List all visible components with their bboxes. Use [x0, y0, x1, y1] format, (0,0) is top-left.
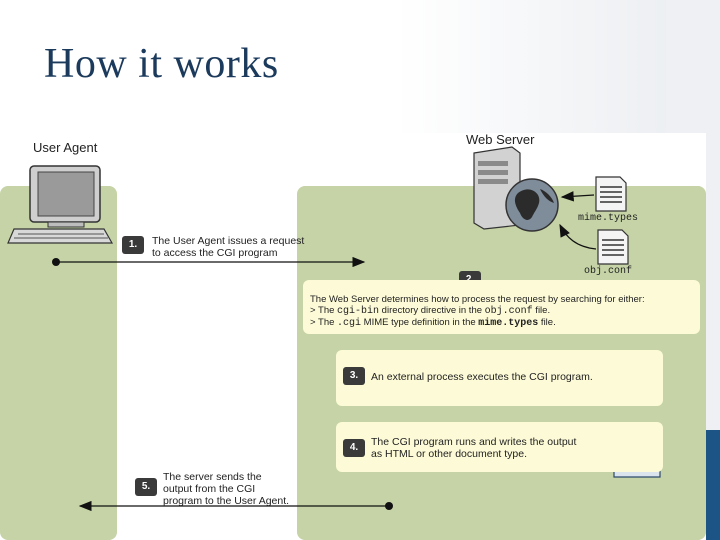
obj-conf-label: obj.conf	[584, 266, 633, 277]
slide-title: How it works	[44, 41, 279, 87]
step-4-panel	[336, 422, 663, 472]
step-1-line-1: The User Agent issues a request	[152, 235, 305, 247]
step-2-bullet-1: > The cgi-bin directory directive in the…	[310, 305, 702, 317]
step-1-text: The User Agent issues a request to acces…	[152, 235, 304, 259]
step-2-heading: The Web Server determines how to process…	[310, 294, 645, 305]
step-2-bullet-1-b: directory directive in the	[379, 305, 485, 316]
step-2-bullet-2-c: file.	[538, 317, 556, 328]
step-2-bullet-1-c: file.	[532, 305, 551, 316]
step-5-badge: 5.	[135, 478, 157, 496]
user-agent-label: User Agent	[33, 140, 98, 155]
computer-icon	[7, 165, 114, 244]
cgi-bin-code: cgi-bin	[337, 306, 380, 317]
step-1-line-2: to access the CGI program	[152, 247, 278, 259]
mime-types-code: mime.types	[478, 318, 539, 329]
mime-types-label: mime.types	[578, 213, 639, 224]
step-2-bullet-2: > The .cgi MIME type definition in the m…	[310, 317, 702, 329]
step-3-panel	[336, 350, 663, 406]
step-5-line-3: program to the User Agent.	[163, 495, 290, 507]
step-3-text: An external process executes the CGI pro…	[371, 371, 593, 383]
obj-conf-code: obj.conf	[484, 306, 533, 317]
step-2-text: The Web Server determines how to process…	[310, 294, 702, 329]
mime-to-server-arrow	[560, 191, 595, 202]
step-5-text: The server sends the output from the CGI…	[163, 471, 289, 507]
obj-to-server-arrow	[559, 223, 597, 250]
request-arrow	[52, 256, 366, 268]
step-4-line-1: The CGI program runs and writes the outp…	[371, 436, 577, 448]
cgi-ext-code: .cgi	[337, 318, 362, 329]
step-2-bullet-2-a: > The	[310, 317, 338, 328]
step-2-bullet-2-b: MIME type definition in the	[361, 317, 479, 328]
globe-icon	[505, 178, 559, 232]
diagram-graphics	[0, 146, 706, 540]
step-4-badge: 4.	[343, 439, 365, 457]
step-2-panel	[303, 280, 700, 334]
user-agent-column	[0, 186, 117, 540]
step-3-badge: 3.	[343, 367, 365, 385]
step-5-line-1: The server sends the	[163, 471, 262, 483]
step-4-line-2: as HTML or other document type.	[371, 448, 528, 460]
step-1-badge: 1.	[122, 236, 144, 254]
obj-conf-file-icon	[597, 229, 629, 265]
response-arrow	[78, 500, 393, 512]
step-4-text: The CGI program runs and writes the outp…	[371, 436, 576, 460]
mime-types-file-icon	[595, 176, 627, 212]
step-5-line-2: output from the CGI	[163, 483, 256, 495]
cgi-flow-diagram: User Agent Web Server mime.types obj.con…	[0, 133, 706, 540]
step-2-bullet-1-a: > The	[310, 305, 338, 316]
right-accent-bar	[706, 430, 720, 540]
web-server-label: Web Server	[466, 133, 535, 147]
